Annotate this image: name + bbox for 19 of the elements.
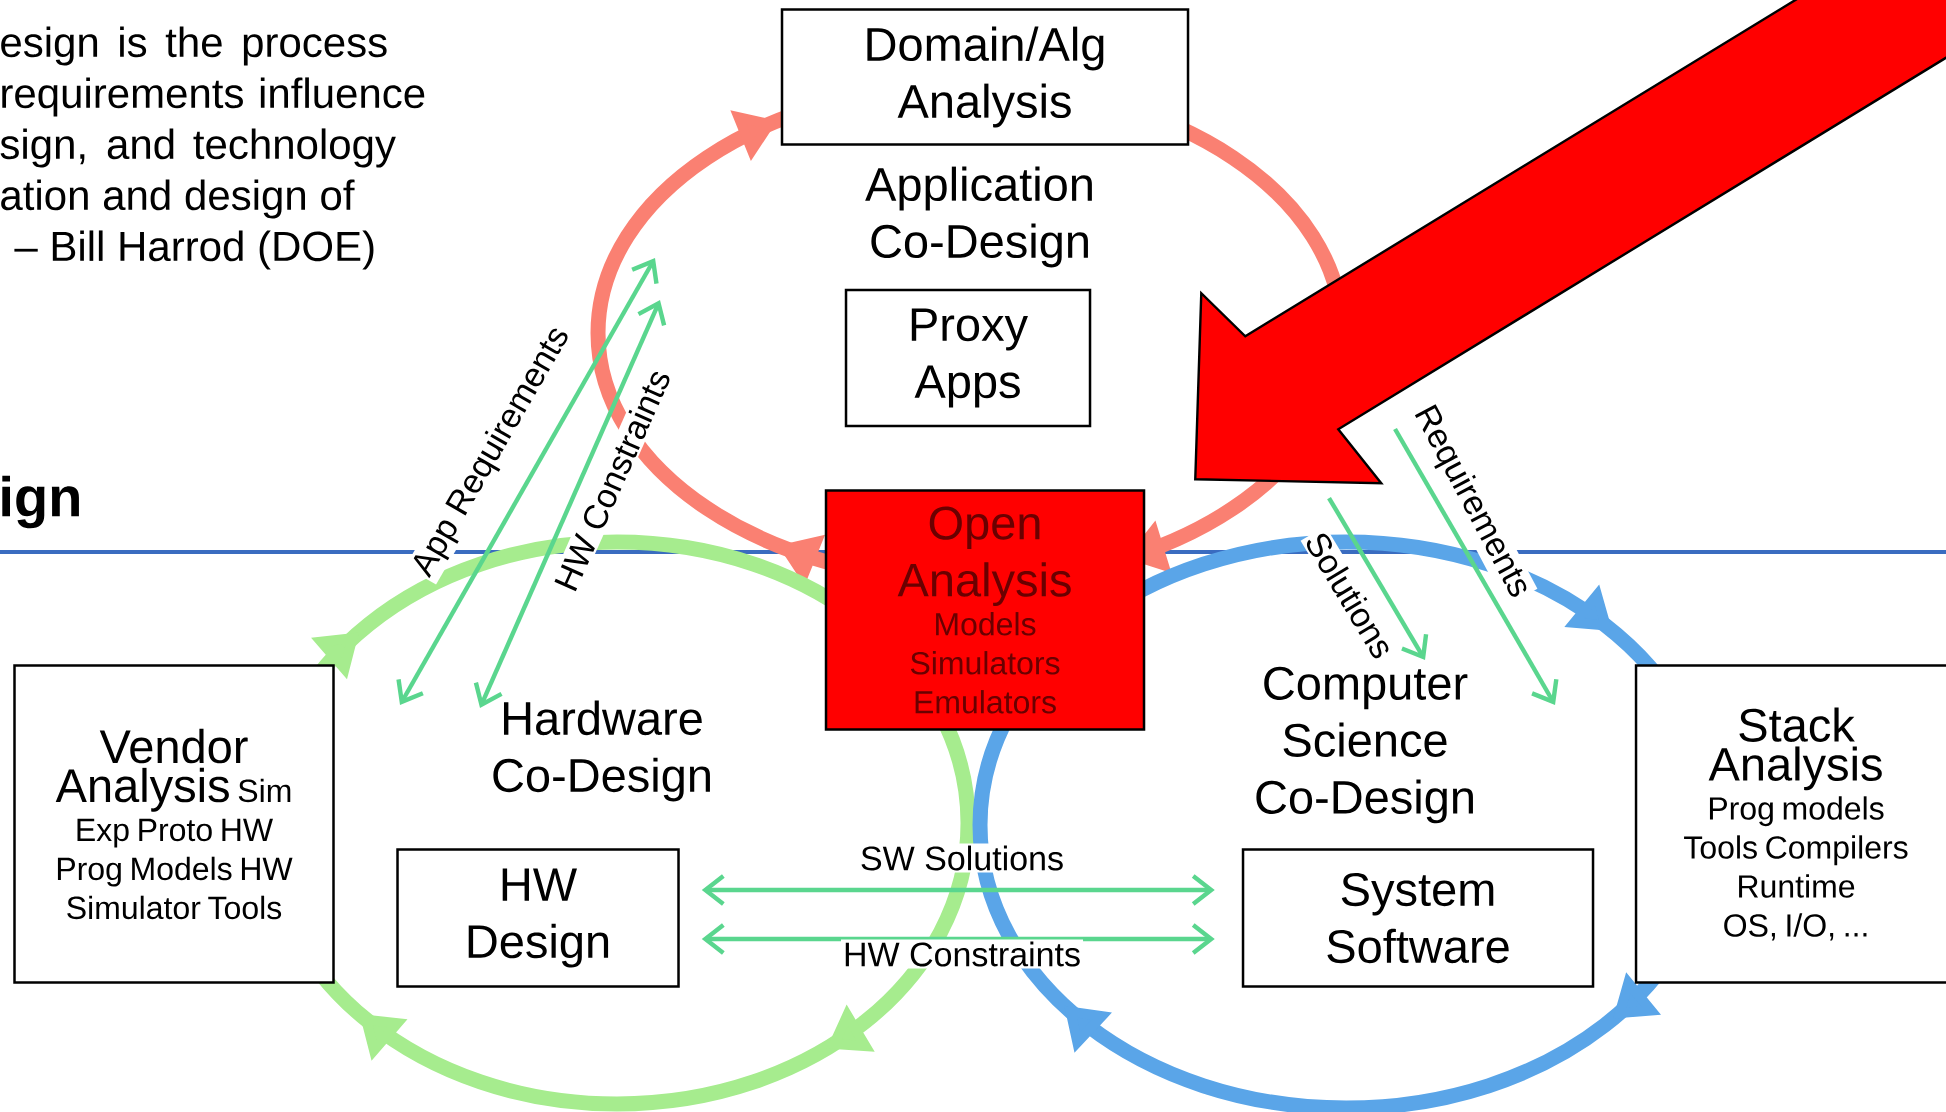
text-box: Stack Analysis Prog models Tools Compilers Runtime OS, I/O, ... [1634, 664, 1946, 984]
text-box: System Software [1241, 848, 1595, 988]
slide-title: ign [2, 475, 79, 529]
text-box: Domain/Alg Analysis [780, 8, 1190, 146]
edge-label: SW Solutions [858, 843, 1067, 873]
arrow [701, 923, 1215, 955]
pointer-arrow [1194, 0, 1946, 485]
arrow [396, 258, 659, 705]
quote-text: esign is the process requirements influence sign, and technology ation and design of [0, 26, 425, 219]
arrow [1327, 496, 1429, 660]
highlight-box: Open Analysis Models Simulators Emulators [824, 489, 1146, 731]
arrow [701, 874, 1215, 906]
text-box: Proxy Apps [844, 288, 1092, 428]
text-box: Vendor Analysis Sim Exp Proto HW Prog Models HW Simulator Tools [13, 664, 335, 984]
arrow [1393, 427, 1559, 705]
quote-attribution: – Bill Harrod (DOE) [14, 230, 374, 270]
arrow [473, 300, 667, 708]
edge-label: HW Constraints [841, 939, 1084, 969]
text-box: HW Design [396, 848, 680, 988]
